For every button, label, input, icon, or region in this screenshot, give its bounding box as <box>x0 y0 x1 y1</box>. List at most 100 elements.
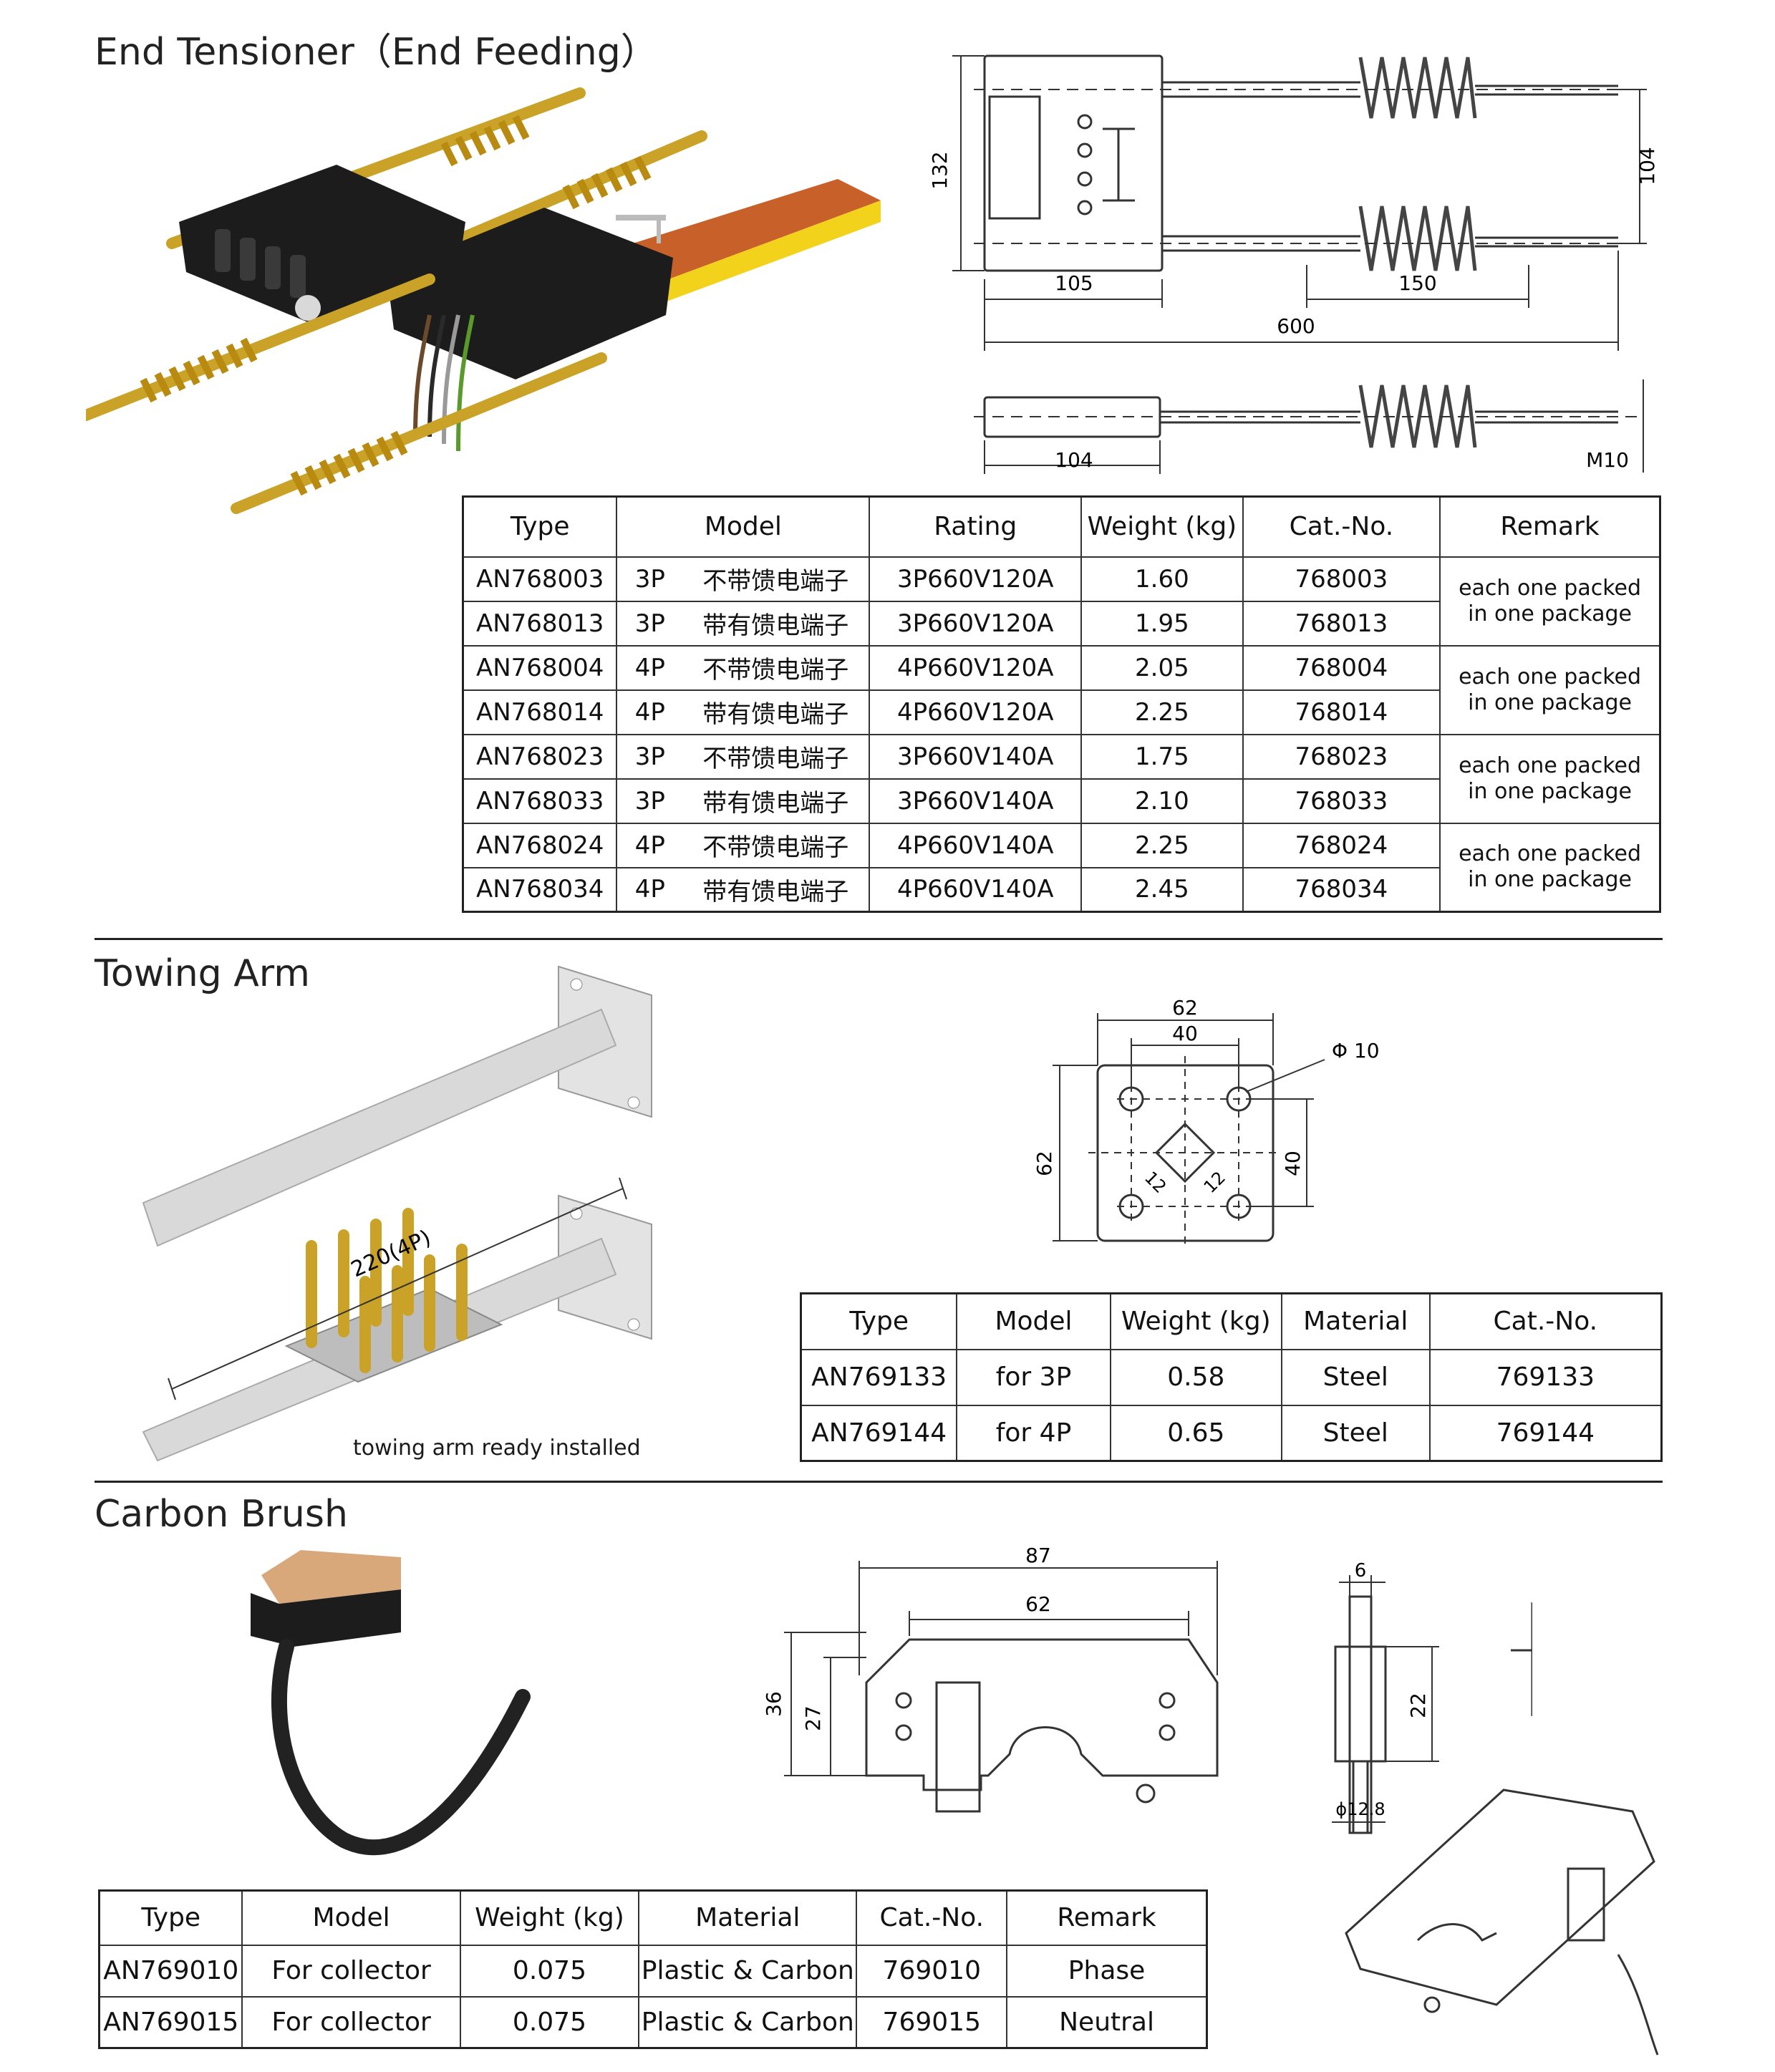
col-header-model: Model <box>956 1292 1111 1350</box>
cell-poles: 3P <box>616 778 683 824</box>
tensioner-rod-lower-right <box>231 352 607 514</box>
dim-12-right: 12 <box>1200 1168 1229 1197</box>
remark-line2: in one package <box>1468 689 1633 715</box>
cell-material: Steel <box>1280 1348 1431 1406</box>
cell-poles: 3P <box>616 600 683 647</box>
table-row: AN768014 4P 带有馈电端子 4P660V120A 2.25 76801… <box>462 689 1660 735</box>
cell-model: for 3P <box>956 1348 1111 1406</box>
table-row: AN768023 3P 不带馈电端子 3P660V140A 1.75 76802… <box>462 733 1661 824</box>
dim-40-top: 40 <box>1172 1022 1198 1045</box>
cell-weight: 0.075 <box>459 1944 640 1998</box>
col-header-rating: Rating <box>869 495 1083 558</box>
carbon-brush-holder <box>251 1589 401 1647</box>
dim-m10: M10 <box>1586 448 1629 472</box>
table-row: AN768034 4P 带有馈电端子 4P660V140A 2.45 76803… <box>462 866 1660 913</box>
table-row: AN768033 3P 带有馈电端子 3P660V140A 2.10 76803… <box>462 778 1660 824</box>
cell-material: Plastic & Carbon <box>638 1995 858 2049</box>
carbon-brush-side-drawing: 6 22 ϕ12.8 <box>1332 1560 1532 1834</box>
cell-weight: 1.60 <box>1080 556 1244 602</box>
towing-arm-caption: towing arm ready installed <box>353 1436 641 1461</box>
cell-material: Plastic & Carbon <box>638 1944 858 1998</box>
tensioner-rod-lower-left <box>86 273 435 421</box>
end-tensioner-table: Type Model Rating Weight (kg) Cat.-No. R… <box>462 495 1661 913</box>
remark-line2: in one package <box>1468 601 1633 626</box>
section-divider <box>95 938 1663 940</box>
dim-87: 87 <box>1025 1544 1051 1567</box>
cell-catno: 768013 <box>1242 600 1441 647</box>
cell-desc: 带有馈电端子 <box>682 866 871 913</box>
cell-desc: 不带馈电端子 <box>682 556 871 602</box>
cell-poles: 3P <box>616 556 683 602</box>
cell-type: AN768004 <box>462 644 618 691</box>
cell-type: AN768024 <box>462 822 618 868</box>
carbon-brush-table: Type Model Weight (kg) Material Cat.-No.… <box>98 1889 1208 2049</box>
cell-weight: 0.58 <box>1109 1348 1282 1406</box>
towing-arm-illustration: 220(4P) <box>142 965 652 1462</box>
cell-weight: 1.95 <box>1080 600 1244 647</box>
towing-arm-length-label: 220(4P) <box>347 1225 435 1282</box>
cell-catno: 768014 <box>1242 689 1441 735</box>
cell-catno: 768034 <box>1242 866 1441 913</box>
dim-22: 22 <box>1406 1693 1430 1718</box>
table-header-row: Type Model Weight (kg) Material Cat.-No. <box>800 1292 1663 1350</box>
col-header-weight: Weight (kg) <box>1080 495 1244 558</box>
cell-type: AN768033 <box>462 778 618 824</box>
cell-desc: 不带馈电端子 <box>682 822 871 868</box>
tensioner-body-right <box>387 208 673 379</box>
remark-line1: each one packed <box>1459 841 1642 867</box>
carbon-brush-illustration <box>251 1550 531 1856</box>
cell-catno: 769010 <box>856 1944 1008 1998</box>
end-tensioner-drawing: 132 104 105 150 600 <box>931 54 1659 351</box>
cell-type: AN769010 <box>98 1944 243 1998</box>
cell-desc: 带有馈电端子 <box>682 689 871 735</box>
table-header-row: Type Model Weight (kg) Material Cat.-No.… <box>98 1889 1208 1946</box>
cell-desc: 不带馈电端子 <box>682 733 871 780</box>
col-header-model: Model <box>616 495 871 558</box>
remark-line2: in one package <box>1468 867 1633 893</box>
table-row: AN769010 For collector 0.075 Plastic & C… <box>98 1944 1208 1998</box>
dim-phi-10: Φ 10 <box>1332 1039 1380 1062</box>
section-divider <box>95 1481 1663 1483</box>
cell-weight: 2.25 <box>1080 822 1244 868</box>
cell-rating: 4P660V140A <box>869 822 1083 868</box>
cell-catno: 768024 <box>1242 822 1441 868</box>
dim-600: 600 <box>1277 314 1315 338</box>
cell-desc: 带有馈电端子 <box>682 778 871 824</box>
cell-weight: 1.75 <box>1080 733 1244 780</box>
table-row: AN768013 3P 带有馈电端子 3P660V120A 1.95 76801… <box>462 600 1660 647</box>
cell-type: AN769133 <box>800 1348 958 1406</box>
remark-line1: each one packed <box>1459 752 1642 778</box>
dim-105: 105 <box>1055 271 1093 295</box>
cell-rating: 3P660V140A <box>869 733 1083 780</box>
table-row: AN768003 3P 不带馈电端子 3P660V120A 1.60 76800… <box>462 556 1661 647</box>
feeder-cables <box>413 314 475 452</box>
end-tensioner-illustration <box>86 87 881 514</box>
dim-62: 62 <box>1025 1592 1051 1616</box>
table-header-row: Type Model Rating Weight (kg) Cat.-No. R… <box>462 495 1661 558</box>
dim-132: 132 <box>931 151 952 189</box>
cell-type: AN768013 <box>462 600 618 647</box>
col-header-weight: Weight (kg) <box>459 1889 640 1946</box>
cell-catno: 769133 <box>1428 1348 1663 1406</box>
col-header-material: Material <box>638 1889 858 1946</box>
cell-type: AN768014 <box>462 689 618 735</box>
cell-catno: 768033 <box>1242 778 1441 824</box>
cell-catno: 769144 <box>1428 1404 1663 1462</box>
carbon-brush-carbon <box>261 1550 401 1604</box>
remark-line1: each one packed <box>1459 664 1642 689</box>
cell-rating: 3P660V120A <box>869 556 1083 602</box>
cell-rating: 4P660V120A <box>869 689 1083 735</box>
dim-104-side: 104 <box>1055 448 1093 472</box>
cell-catno: 768023 <box>1242 733 1441 780</box>
end-tensioner-side-drawing: 104 M10 <box>974 379 1644 474</box>
dim-62-top: 62 <box>1172 996 1198 1020</box>
cell-desc: 不带馈电端子 <box>682 644 871 691</box>
cell-type: AN768023 <box>462 733 618 780</box>
table-row: AN768024 4P 不带馈电端子 4P660V140A 2.25 76802… <box>462 822 1661 913</box>
cell-type: AN768003 <box>462 556 618 602</box>
dim-12-8: ϕ12.8 <box>1335 1799 1385 1819</box>
cell-poles: 4P <box>616 866 683 913</box>
